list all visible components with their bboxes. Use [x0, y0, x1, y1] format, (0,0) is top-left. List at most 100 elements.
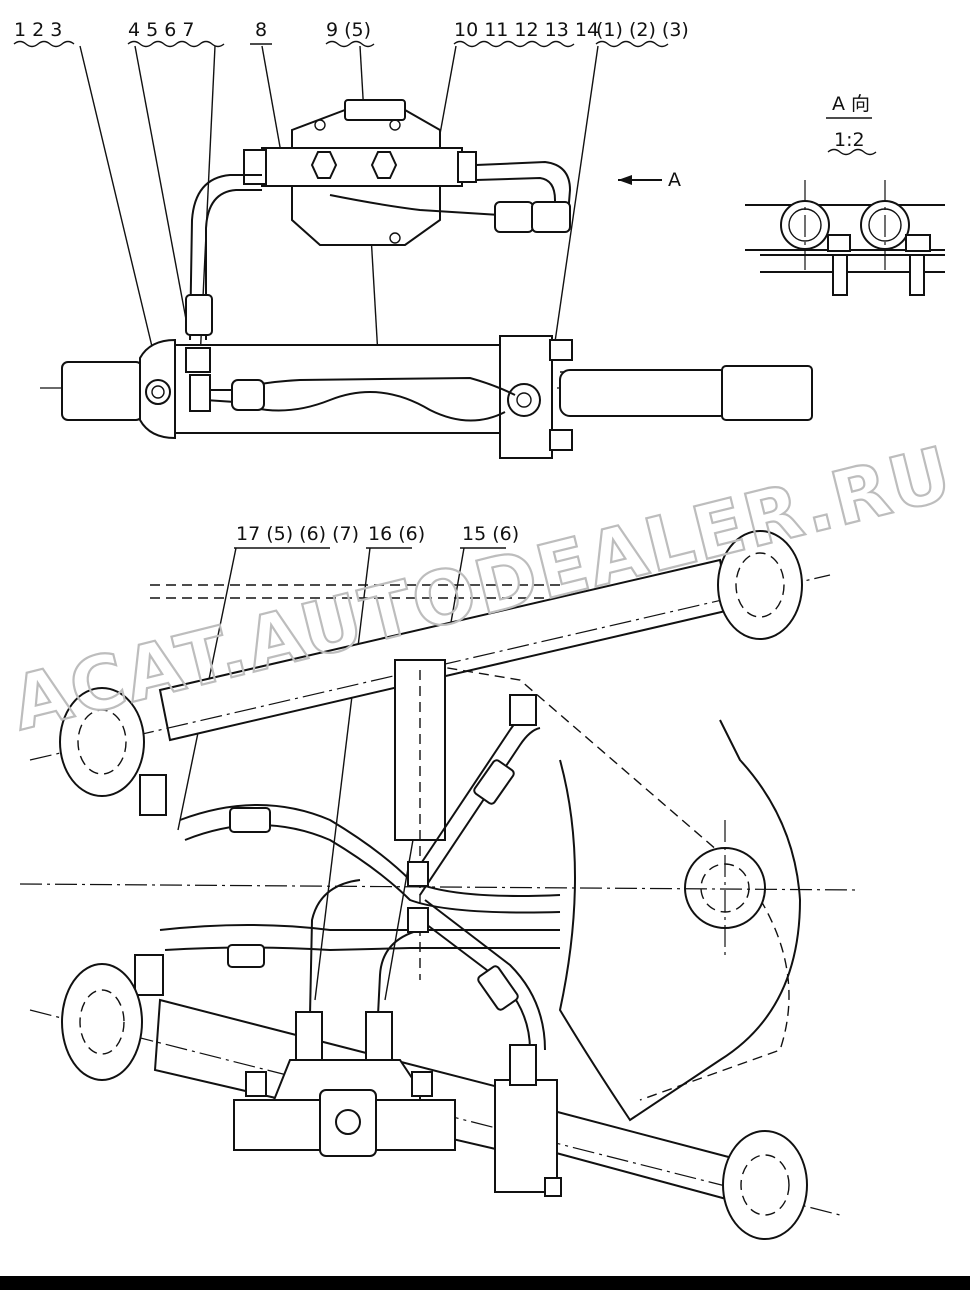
fitting-icon: [507, 383, 541, 417]
hose-fitting: [231, 379, 265, 411]
hose-fitting: [473, 759, 515, 805]
clamp-block: [407, 907, 429, 933]
bolt-icon: [909, 254, 925, 296]
hose-fitting: [185, 294, 213, 336]
top-view: 1 2 3 4 5 6 7 8 9 (5) 10 11 12 13 14 (1)…: [13, 19, 813, 459]
hose-fitting: [185, 347, 211, 373]
hydraulic-tube: [309, 879, 361, 1016]
cylinder-eye-lower-left-hidden: [79, 989, 125, 1055]
hydraulic-tube: [159, 924, 560, 931]
label-1-2-3-paren: (1) (2) (3): [596, 19, 689, 41]
bolt-icon: [905, 234, 931, 252]
label-underline: [127, 40, 225, 48]
cylinder-eye-lower-left: [61, 963, 143, 1081]
leader-line: [547, 45, 599, 391]
fitting-icon: [151, 385, 165, 399]
hydraulic-tube: [475, 176, 556, 215]
hose-fitting: [229, 807, 271, 833]
fitting-stack: [134, 954, 164, 996]
label-1-2-3: 1 2 3: [14, 19, 62, 41]
hydraulic-tube: [189, 174, 262, 341]
lower-valve-solenoid-right: [374, 1099, 456, 1151]
bolt-icon: [549, 339, 573, 361]
detail-view-a: A 向 1:2: [745, 93, 945, 296]
hydraulic-tube: [164, 946, 560, 952]
cylinder-rod-end-left: [61, 361, 143, 421]
label-8: 8: [255, 19, 267, 41]
cylinder-eye-lower-right: [722, 1130, 808, 1240]
leader-line: [134, 45, 189, 331]
centre-line: [19, 883, 861, 891]
hydraulic-tube: [377, 929, 421, 1016]
bolt-icon: [411, 1071, 433, 1097]
detail-scale: 1:2: [834, 129, 865, 151]
cylinder-eye-right: [717, 530, 803, 640]
hydraulic-tube: [204, 391, 506, 422]
arrow-head-icon: [618, 175, 632, 185]
hydraulic-tube: [329, 194, 501, 216]
port-block-lower: [494, 1079, 558, 1193]
centre-line: [29, 574, 831, 761]
bolt-icon: [389, 119, 401, 131]
cylinder-eye-left-hidden: [77, 709, 127, 775]
isometric-view: 17 (5) (6) (7) 16 (6) 15 (6): [19, 523, 861, 1240]
hydraulic-tube: [424, 899, 546, 1051]
bolt-icon: [314, 119, 326, 131]
leader-line: [79, 45, 161, 381]
bolt-icon: [544, 1177, 562, 1197]
hose-fitting: [494, 201, 534, 233]
port-icon: [335, 1109, 361, 1135]
cylinder-eye-left: [59, 687, 145, 797]
hydraulic-tube: [179, 804, 561, 897]
label-underline: [595, 40, 669, 48]
hose-fitting: [227, 944, 265, 968]
label-10-14: 10 11 12 13 14: [454, 19, 599, 41]
view-arrow-label: A: [668, 169, 681, 191]
lower-valve-solenoid-left: [233, 1099, 325, 1151]
hex-nut-icon: [370, 151, 398, 179]
bolt-icon: [245, 1071, 267, 1097]
hose-fitting: [189, 374, 211, 412]
fitting-icon: [145, 379, 171, 405]
hydraulic-tube: [184, 824, 561, 914]
label-15: 15 (6): [462, 523, 519, 545]
hex-nut-icon: [310, 151, 338, 179]
valve-top-cap: [344, 99, 406, 121]
label-underline: [13, 40, 75, 48]
cylinder-rod-end-right: [721, 365, 813, 421]
valve-end-cap-right: [457, 151, 477, 183]
label-16: 16 (6): [368, 523, 425, 545]
cylinder-eye-right-hidden: [735, 552, 785, 618]
hose-fitting: [365, 1011, 393, 1061]
label-underline: [453, 40, 575, 48]
bottom-border: [0, 1276, 970, 1290]
hydraulic-tube: [205, 189, 262, 340]
label-17: 17 (5) (6) (7): [236, 523, 359, 545]
leader-line: [314, 547, 371, 1001]
fitting-stack: [509, 1044, 537, 1086]
hose-fitting: [531, 201, 571, 233]
label-9-5: 9 (5): [326, 19, 371, 41]
fitting-stack: [509, 694, 537, 726]
hose-fitting: [477, 965, 519, 1011]
bolt-icon: [549, 429, 573, 451]
hydraulic-tube: [419, 727, 541, 896]
bolt-icon: [832, 254, 848, 296]
cylinder-rod-right: [559, 369, 731, 417]
detail-title: A 向: [832, 93, 870, 115]
fitting-icon: [516, 392, 532, 408]
cylinder-eye-lower-right-hidden: [740, 1154, 790, 1216]
label-underline: [325, 40, 375, 48]
valve-spool-bar: [261, 147, 463, 187]
hydraulic-tube: [475, 160, 572, 216]
bolt-icon: [389, 232, 401, 244]
clamp-block: [407, 861, 429, 887]
label-4-5-6-7: 4 5 6 7: [128, 19, 194, 41]
hose-fitting: [295, 1011, 323, 1061]
frame-plate: [558, 719, 802, 1122]
lower-cylinder-rod: [543, 1108, 742, 1202]
bolt-icon: [827, 234, 851, 252]
valve-end-cap-left: [243, 149, 267, 185]
fitting-stack: [139, 774, 167, 816]
